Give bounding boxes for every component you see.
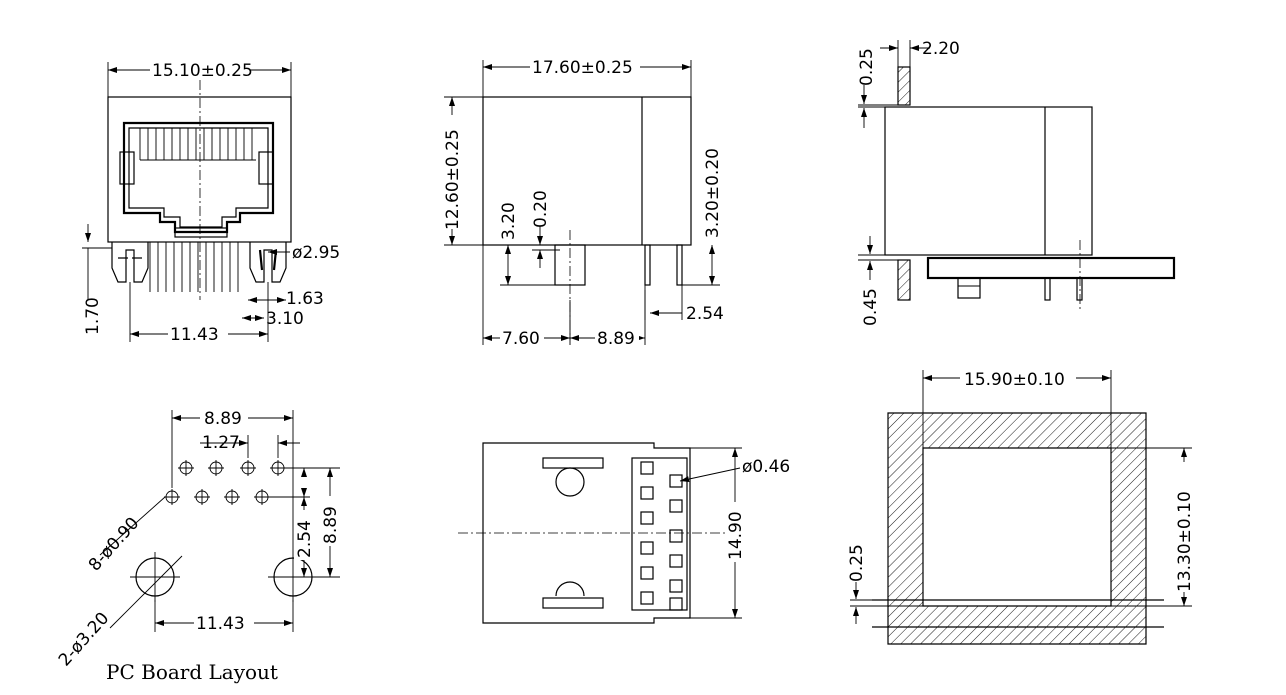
front-offset-2: 3.10 (266, 309, 304, 329)
pcb-pin-pitch: 1.27 (202, 433, 240, 453)
front-tail-dim: 1.70 (83, 297, 103, 335)
bottom-pin-dia: ø0.46 (742, 457, 790, 477)
cutout-height: 13.30±0.10 (1175, 491, 1195, 592)
panel-view: 2.20 0.25 0.45 (857, 39, 1176, 326)
bottom-pins (640, 461, 683, 611)
side-post-len: 3.20 (499, 202, 519, 240)
pcb-row-span: 8.89 (204, 409, 242, 429)
front-width-dim: 15.10±0.25 (152, 61, 253, 81)
cutout-view: 15.90±0.10 13.30±0.10 0.25 (847, 368, 1195, 645)
front-view: 15.10±0.25 1.70 ø2.95 1.63 3.10 11.43 (82, 60, 340, 345)
side-view: 17.60±0.25 12.60±0.25 3.20 0.20 3.20±0.2… (442, 57, 724, 349)
pcb-post-spacing: 11.43 (196, 614, 245, 634)
pcb-row-to-post: 8.89 (321, 506, 341, 544)
front-pin-dia: ø2.95 (292, 243, 340, 263)
panel-top-gap: 0.25 (857, 48, 877, 86)
cutout-width: 15.90±0.10 (964, 370, 1065, 390)
pcb-row-offset: 2.54 (295, 520, 315, 558)
front-pin-spacing: 11.43 (170, 325, 219, 345)
panel-bottom-gap: 0.45 (861, 288, 881, 326)
side-pin-pitch: 2.54 (686, 304, 724, 324)
pcb-post-holes: 2-ø3.20 (55, 609, 113, 671)
front-offset-1: 1.63 (286, 289, 324, 309)
panel-thickness: 2.20 (922, 39, 960, 59)
cutout-gap: 0.25 (847, 544, 867, 582)
side-length-dim: 17.60±0.25 (532, 58, 633, 78)
side-height-dim: 12.60±0.25 (443, 129, 463, 230)
bottom-view: ø0.46 14.90 (458, 442, 790, 624)
pcb-pin-holes: 8-ø0.90 (85, 514, 143, 576)
pcb-caption: PC Board Layout (106, 660, 278, 684)
pcb-layout: 8.89 1.27 2.54 8.89 8-ø0.90 2-ø3.20 11.4… (55, 408, 341, 684)
side-pin-len: 3.20±0.20 (703, 148, 723, 238)
side-standoff: 0.20 (531, 190, 551, 228)
side-post-to-pins: 8.89 (597, 329, 635, 349)
side-front-to-post: 7.60 (502, 329, 540, 349)
bottom-width-dim: 14.90 (726, 511, 746, 560)
